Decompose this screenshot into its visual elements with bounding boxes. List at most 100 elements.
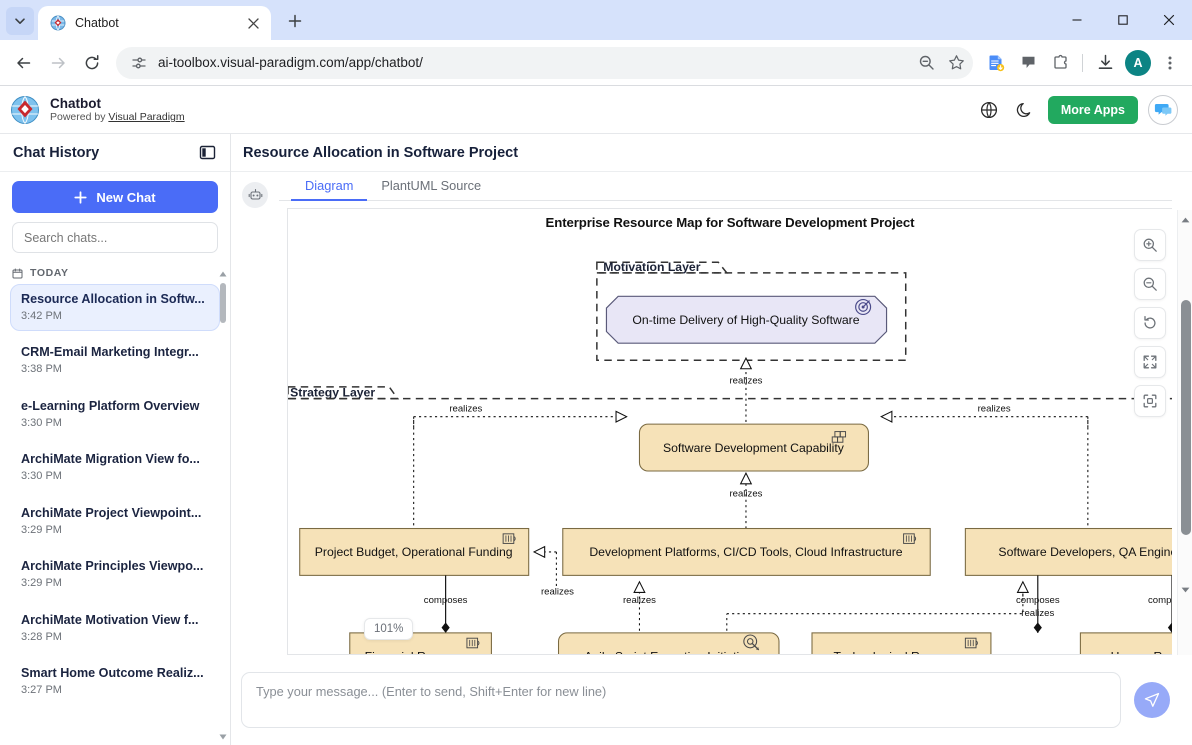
edge-label-realizes: realizes bbox=[978, 403, 1011, 414]
tab-search-caret-icon[interactable] bbox=[6, 7, 34, 35]
globe-icon[interactable] bbox=[976, 97, 1002, 123]
browser-tabstrip: Chatbot bbox=[0, 0, 1192, 40]
puzzle-extensions-icon[interactable] bbox=[1045, 48, 1075, 78]
sidebar-scrollbar[interactable] bbox=[218, 269, 227, 741]
chat-list-item[interactable]: ArchiMate Motivation View f... 3:28 PM bbox=[10, 605, 220, 652]
chat-item-time: 3:42 PM bbox=[21, 309, 62, 322]
window-minimize-icon[interactable] bbox=[1054, 0, 1100, 40]
chat-item-time: 3:27 PM bbox=[21, 684, 62, 697]
diagram-node-technological[interactable]: Technological Resources bbox=[811, 632, 992, 655]
chat-list-item[interactable]: CRM-Email Marketing Integr...3:38 PM bbox=[10, 337, 220, 384]
human-label: Human Resources bbox=[1111, 650, 1172, 655]
goal-label: On-time Delivery of High-Quality Softwar… bbox=[632, 313, 859, 327]
diagram-node-human[interactable]: Human Resources bbox=[1079, 632, 1172, 655]
chat-item-title: ArchiMate Motivation View f... bbox=[21, 612, 199, 627]
dark-mode-moon-icon[interactable] bbox=[1012, 97, 1038, 123]
capability-label: Software Development Capability bbox=[663, 441, 845, 455]
chat-history-sidebar: Chat History New Chat TODAY Reso bbox=[0, 134, 231, 745]
edge-label-composes: composes bbox=[424, 595, 468, 606]
back-arrow-icon[interactable] bbox=[8, 47, 40, 79]
zoom-out-icon[interactable] bbox=[1134, 268, 1166, 300]
budget-label: Project Budget, Operational Funding bbox=[315, 545, 513, 559]
content-scroll-down-arrow-icon[interactable] bbox=[1178, 582, 1192, 597]
toolbar-divider bbox=[1082, 53, 1083, 72]
site-settings-tune-icon[interactable] bbox=[128, 52, 150, 74]
address-bar[interactable]: ai-toolbox.visual-paradigm.com/app/chatb… bbox=[116, 46, 973, 79]
visual-paradigm-link[interactable]: Visual Paradigm bbox=[108, 111, 185, 124]
message-composer bbox=[231, 655, 1192, 745]
chat-list-item[interactable]: Resource Allocation in Softw...3:42 PM bbox=[10, 284, 220, 332]
edge-label-composes: composes bbox=[1148, 595, 1172, 606]
chat-bot-avatar-icon[interactable] bbox=[1148, 94, 1178, 125]
window-close-icon[interactable] bbox=[1146, 0, 1192, 40]
chat-items-container: Resource Allocation in Softw...3:42 PM CR… bbox=[0, 284, 230, 706]
diagram-layer-motivation: Motivation Layer bbox=[596, 260, 907, 361]
chat-list-item[interactable]: ArchiMate Project Viewpoint...3:29 PM bbox=[10, 498, 220, 545]
browser-tab[interactable]: Chatbot bbox=[38, 6, 271, 40]
chat-item-time: 3:28 PM bbox=[21, 630, 62, 643]
new-chat-button[interactable]: New Chat bbox=[12, 181, 218, 213]
financial-label: Financial Resources bbox=[365, 650, 476, 655]
message-avatar-column bbox=[231, 172, 279, 655]
content-scroll-thumb[interactable] bbox=[1180, 300, 1191, 535]
sidebar-scroll-thumb[interactable] bbox=[219, 283, 226, 323]
zoom-in-icon[interactable] bbox=[1134, 229, 1166, 261]
page-title: Resource Allocation in Software Project bbox=[231, 134, 1192, 172]
chat-list-item[interactable]: Smart Home Outcome Realiz...3:27 PM bbox=[10, 658, 220, 705]
chat-list-item[interactable]: ArchiMate Migration View fo...3:30 PM bbox=[10, 444, 220, 491]
search-chats-input[interactable] bbox=[12, 222, 218, 253]
zoom-level-badge: 101% bbox=[364, 618, 414, 640]
diagram-node-people[interactable]: Software Developers, QA Engine bbox=[964, 527, 1172, 576]
diagram-frame[interactable]: Enterprise Resource Map for Software Dev… bbox=[287, 208, 1172, 655]
more-apps-button[interactable]: More Apps bbox=[1047, 95, 1138, 124]
reset-rotate-icon[interactable] bbox=[1134, 307, 1166, 339]
message-body: Diagram PlantUML Source Enterprise Resou… bbox=[279, 172, 1192, 655]
strategy-layer-label: Strategy Layer bbox=[290, 385, 375, 399]
address-bar-url: ai-toolbox.visual-paradigm.com/app/chatb… bbox=[158, 55, 423, 70]
view-tabs: Diagram PlantUML Source bbox=[279, 172, 1172, 201]
comment-bubble-icon[interactable] bbox=[1013, 48, 1043, 78]
message-input[interactable] bbox=[241, 672, 1121, 728]
diagram-node-platforms[interactable]: Development Platforms, CI/CD Tools, Clou… bbox=[562, 527, 931, 576]
content-scroll-up-arrow-icon[interactable] bbox=[1178, 212, 1192, 227]
chat-item-time: 3:29 PM bbox=[21, 577, 62, 590]
window-maximize-icon[interactable] bbox=[1100, 0, 1146, 40]
powered-by-text: Powered by bbox=[50, 111, 109, 124]
fullscreen-expand-icon[interactable] bbox=[1134, 346, 1166, 378]
tab-plantuml-source[interactable]: PlantUML Source bbox=[381, 178, 482, 193]
browser-profile-avatar[interactable]: A bbox=[1125, 49, 1151, 76]
bookmark-star-icon[interactable] bbox=[945, 52, 967, 74]
diagram-node-capability[interactable]: Software Development Capability bbox=[638, 423, 869, 472]
chat-list-item[interactable]: ArchiMate Principles Viewpo... 3:29 PM bbox=[10, 551, 220, 598]
goal-target-icon bbox=[855, 298, 872, 316]
fit-to-screen-icon[interactable] bbox=[1134, 385, 1166, 417]
app-title: Chatbot bbox=[50, 95, 101, 111]
panel-toggle-icon[interactable] bbox=[197, 143, 217, 163]
zoom-out-magnifier-icon[interactable] bbox=[915, 52, 937, 74]
diagram-node-budget[interactable]: Project Budget, Operational Funding bbox=[299, 527, 530, 576]
app-subtitle: Powered by Visual Paradigm bbox=[50, 111, 185, 123]
diagram-node-goal[interactable]: On-time Delivery of High-Quality Softwar… bbox=[605, 295, 888, 344]
download-icon[interactable] bbox=[1090, 48, 1120, 78]
diagram-title: Enterprise Resource Map for Software Dev… bbox=[545, 215, 915, 230]
motivation-layer-label: Motivation Layer bbox=[603, 260, 700, 274]
content-scrollbar[interactable] bbox=[1177, 210, 1192, 655]
chat-list[interactable]: TODAY Resource Allocation in Softw...3:4… bbox=[0, 263, 230, 745]
doc-extension-icon[interactable] bbox=[981, 48, 1011, 78]
archimate-diagram-canvas[interactable]: Motivation Layer On-time Delivery of Hig… bbox=[288, 209, 1172, 655]
browser-menu-kebab-icon[interactable] bbox=[1156, 48, 1184, 78]
scroll-down-arrow-icon[interactable] bbox=[218, 732, 227, 741]
new-tab-button[interactable] bbox=[281, 7, 309, 35]
technological-label: Technological Resources bbox=[833, 650, 969, 655]
tab-close-icon[interactable] bbox=[243, 13, 263, 33]
diagram-node-agile[interactable]: Agile Sprint Execution Initiative bbox=[557, 632, 780, 655]
tab-diagram[interactable]: Diagram bbox=[291, 172, 368, 201]
scroll-up-arrow-icon[interactable] bbox=[218, 269, 227, 278]
chat-item-time: 3:29 PM bbox=[21, 523, 62, 536]
send-button[interactable] bbox=[1134, 682, 1170, 718]
reload-icon[interactable] bbox=[76, 47, 108, 79]
chat-item-title: ArchiMate Principles Viewpo... bbox=[21, 559, 204, 574]
edge-label-composes: composes bbox=[1016, 595, 1060, 606]
diagram-layer-strategy: Strategy Layer bbox=[288, 385, 1172, 399]
